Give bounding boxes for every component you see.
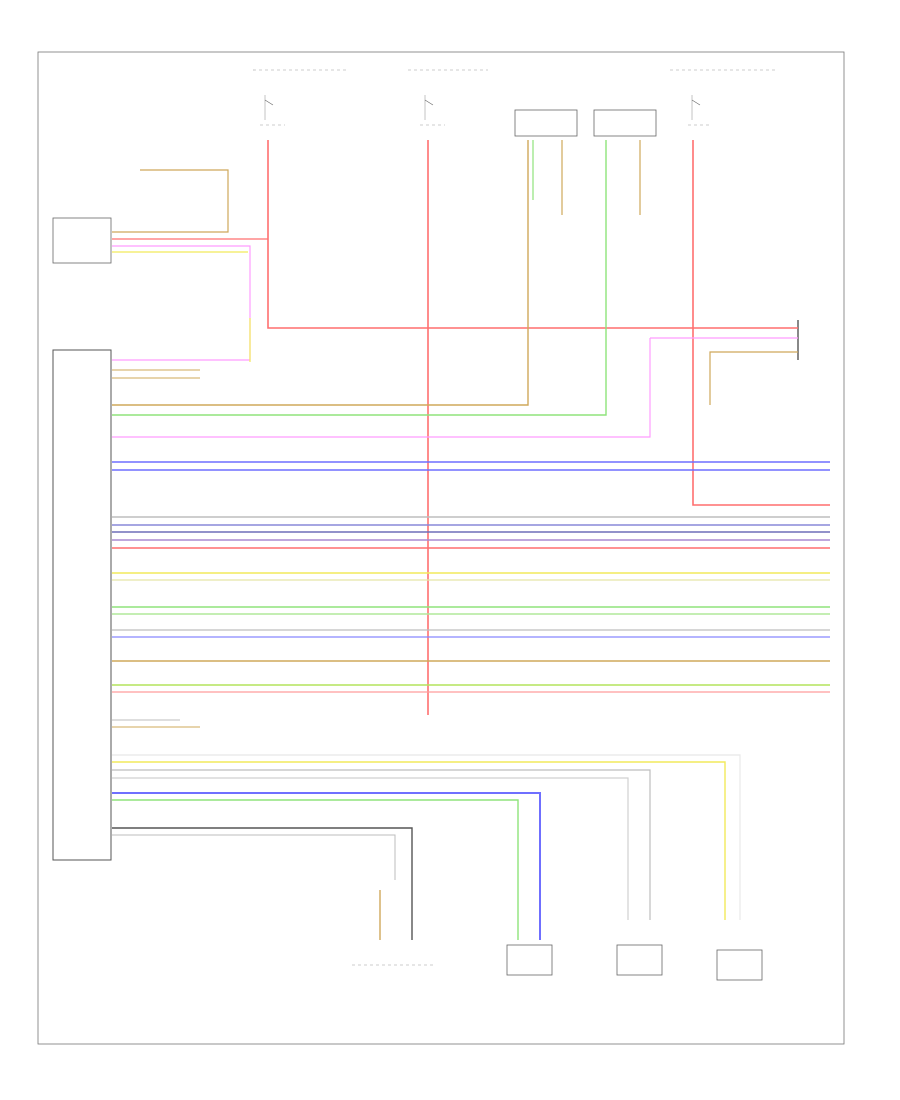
fuse-symbol-middle [420,95,445,126]
fuse-symbol-left [260,95,285,126]
bottom-components [352,944,763,981]
sensor-box-2 [593,109,657,137]
lower-sensor-box [616,944,663,976]
diagram-frame [37,51,845,1045]
right-sensor-box [716,949,763,981]
wire-group [112,140,830,940]
top-components [253,69,775,137]
upper-left-module [52,217,112,264]
fuse-symbol-right [688,95,712,126]
sensor-box-1 [514,109,578,137]
left-footwell-sensor-box [506,944,553,976]
main-control-module [52,349,112,861]
